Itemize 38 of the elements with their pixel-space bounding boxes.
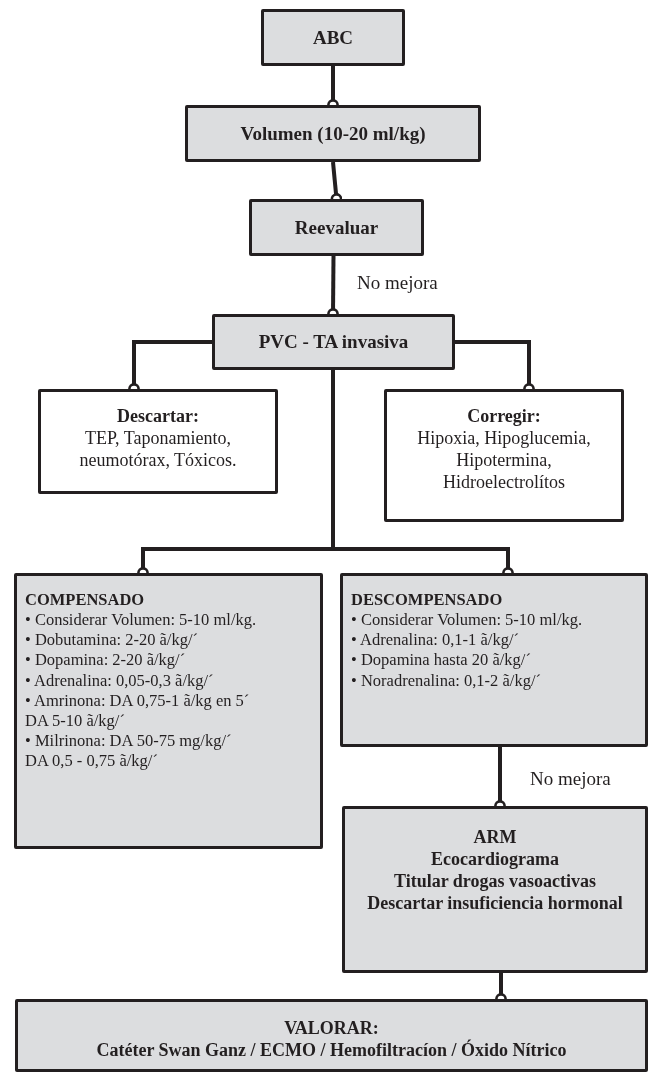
box-text: • Amrinona: DA 0,75-1 ã/kg en 5´ (25, 690, 250, 711)
box-text: TEP, Taponamiento, neumotórax, Tóxicos. (78, 427, 238, 472)
box-text: • Adrenalina: 0,1-1 ã/kg/´ (351, 630, 519, 651)
box-text: Volumen (10-20 ml/kg) (240, 121, 426, 146)
box-text: ABC (312, 25, 354, 50)
process-box (261, 9, 405, 66)
box-text: DA 0,5 - 0,75 ã/kg/´ (25, 751, 158, 772)
process-box (185, 105, 481, 162)
box-heading: VALORAR: (284, 1018, 379, 1040)
box-text: Reevaluar (294, 215, 379, 240)
process-box (14, 573, 323, 849)
box-text: • Noradrenalina: 0,1-2 ã/kg/´ (351, 670, 541, 691)
process-box (384, 389, 624, 522)
process-box (38, 389, 278, 494)
box-text: Hipoxia, Hipoglucemia, Hipotermina, Hidroelectrolítos (416, 427, 592, 494)
box-text: • Adrenalina: 0,05-0,3 ã/kg/´ (25, 670, 214, 691)
process-box (15, 999, 648, 1072)
box-heading: DESCOMPENSADO (351, 590, 503, 611)
box-heading: ARM (473, 827, 517, 849)
box-text: • Dobutamina: 2-20 ã/kg/´ (25, 630, 199, 651)
box-text: DA 5-10 ã/kg/´ (25, 710, 125, 731)
box-text: • Dopamina: 2-20 ã/kg/´ (25, 650, 186, 671)
box-text: • Considerar Volumen: 5-10 ml/kg. (351, 610, 583, 631)
box-text: • Dopamina hasta 20 ã/kg/´ (351, 650, 531, 671)
box-text: Titular drogas vasoactivas (394, 870, 596, 893)
box-heading: Descartar: (117, 406, 199, 428)
box-text: • Considerar Volumen: 5-10 ml/kg. (25, 610, 257, 631)
process-box (249, 199, 424, 256)
box-text: Ecocardiograma (431, 848, 559, 871)
process-box (212, 314, 455, 370)
box-text: PVC - TA invasiva (258, 330, 409, 354)
process-box (340, 573, 648, 747)
box-heading: COMPENSADO (25, 590, 145, 611)
box-text: Catéter Swan Ganz / ECMO / Hemofiltracíon / Óxido Nítrico (96, 1039, 567, 1062)
process-box (342, 806, 648, 973)
box-text: Descartar insuficiencia hormonal (367, 892, 623, 915)
box-text: • Milrinona: DA 50-75 mg/kg/´ (25, 730, 232, 751)
box-heading: Corregir: (467, 406, 541, 428)
